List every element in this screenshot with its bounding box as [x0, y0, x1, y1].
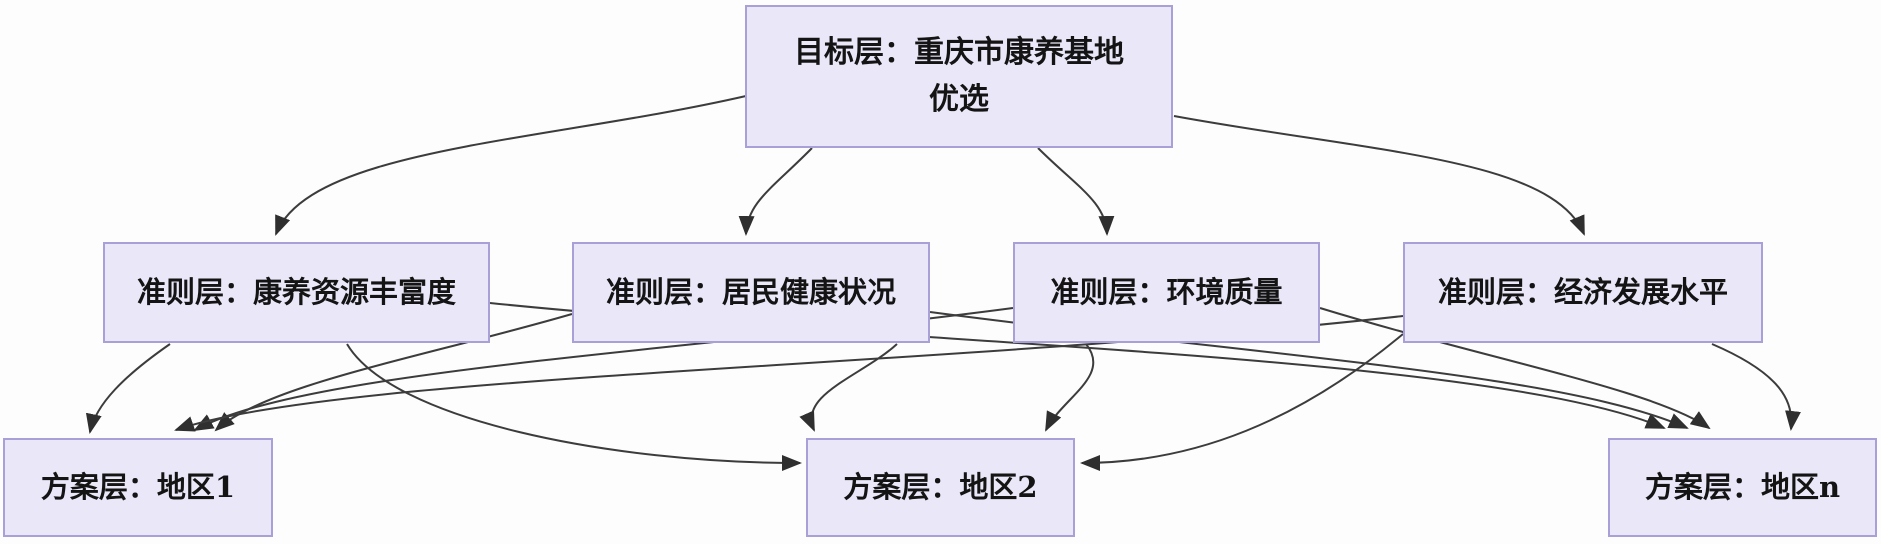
- edge-criteria4-alt3: [1711, 343, 1801, 431]
- edge-criteria3-alt3: [1319, 307, 1711, 430]
- edge-criteria1-alt1: [85, 343, 171, 434]
- edge-goal-criteria1: [275, 95, 747, 236]
- alternative-node-label: 方案层：地区2: [843, 470, 1038, 505]
- criteria-node-environment-quality: 准则层：环境质量: [1013, 242, 1320, 343]
- criteria-node-label: 准则层：经济发展水平: [1437, 275, 1728, 310]
- edge-goal-criteria2: [738, 147, 813, 236]
- goal-node: 目标层：重庆市康养基地优选: [745, 5, 1173, 148]
- criteria-node-label: 准则层：居民健康状况: [605, 275, 896, 310]
- alternative-node-label: 方案层：地区n: [1644, 470, 1841, 505]
- edge-criteria1-alt2: [346, 343, 802, 471]
- alternative-node-regionN: 方案层：地区n: [1608, 438, 1877, 537]
- alternative-node-label: 方案层：地区1: [40, 470, 236, 505]
- edge-goal-criteria4: [1173, 115, 1585, 236]
- edge-criteria2-alt1: [214, 313, 573, 432]
- alternative-node-region2: 方案层：地区2: [806, 438, 1075, 537]
- criteria-node-label: 准则层：康养资源丰富度: [136, 275, 456, 310]
- criteria-node-economic-level: 准则层：经济发展水平: [1403, 242, 1763, 343]
- criteria-node-label: 准则层：环境质量: [1050, 275, 1283, 310]
- alternative-node-region1: 方案层：地区1: [3, 438, 273, 537]
- criteria-node-resource-richness: 准则层：康养资源丰富度: [103, 242, 490, 343]
- edge-criteria2-alt2: [799, 343, 898, 432]
- goal-node-label: 目标层：重庆市康养基地优选: [794, 35, 1124, 117]
- edge-criteria3-alt2: [1045, 343, 1095, 432]
- edge-goal-criteria3: [1037, 147, 1115, 236]
- edge-criteria4-alt2: [1080, 333, 1404, 471]
- criteria-node-resident-health: 准则层：居民健康状况: [572, 242, 930, 343]
